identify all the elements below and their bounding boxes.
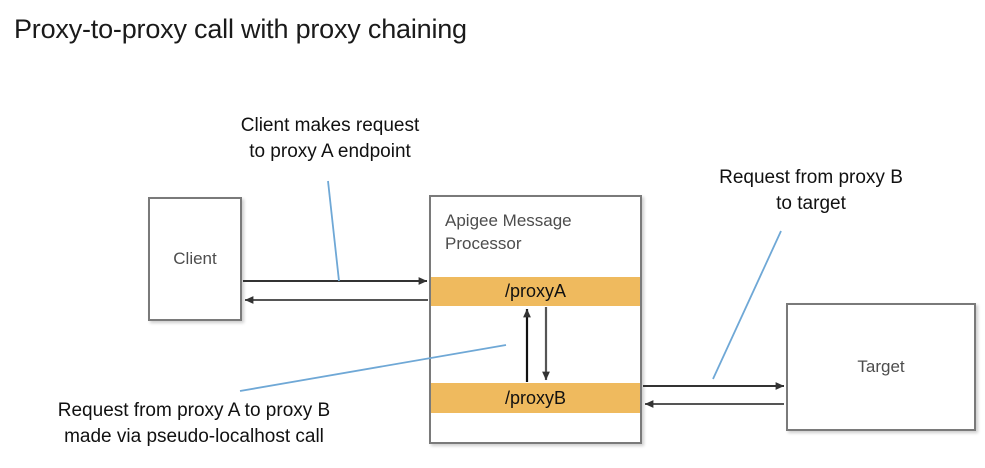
node-client[interactable]: Client (148, 197, 242, 321)
node-target-label: Target (857, 357, 905, 376)
proxy-a-bar[interactable]: /proxyA (431, 277, 640, 306)
page-title: Proxy-to-proxy call with proxy chaining (14, 14, 467, 44)
node-message-processor-label: Apigee Message Processor (445, 211, 572, 253)
leader-line-client-request (327, 180, 340, 282)
node-message-processor[interactable]: Apigee Message Processor /proxyA /proxyB (429, 195, 642, 444)
annotation-client-request: Client makes request to proxy A endpoint (240, 115, 420, 162)
leader-line-target-request (712, 230, 782, 380)
annotation-chaining-request: Request from proxy A to proxy B made via… (57, 400, 331, 447)
proxy-b-bar[interactable]: /proxyB (431, 383, 640, 413)
node-client-label: Client (173, 249, 217, 268)
annotation-target-request: Request from proxy B to target (719, 167, 903, 214)
node-target[interactable]: Target (786, 303, 976, 431)
